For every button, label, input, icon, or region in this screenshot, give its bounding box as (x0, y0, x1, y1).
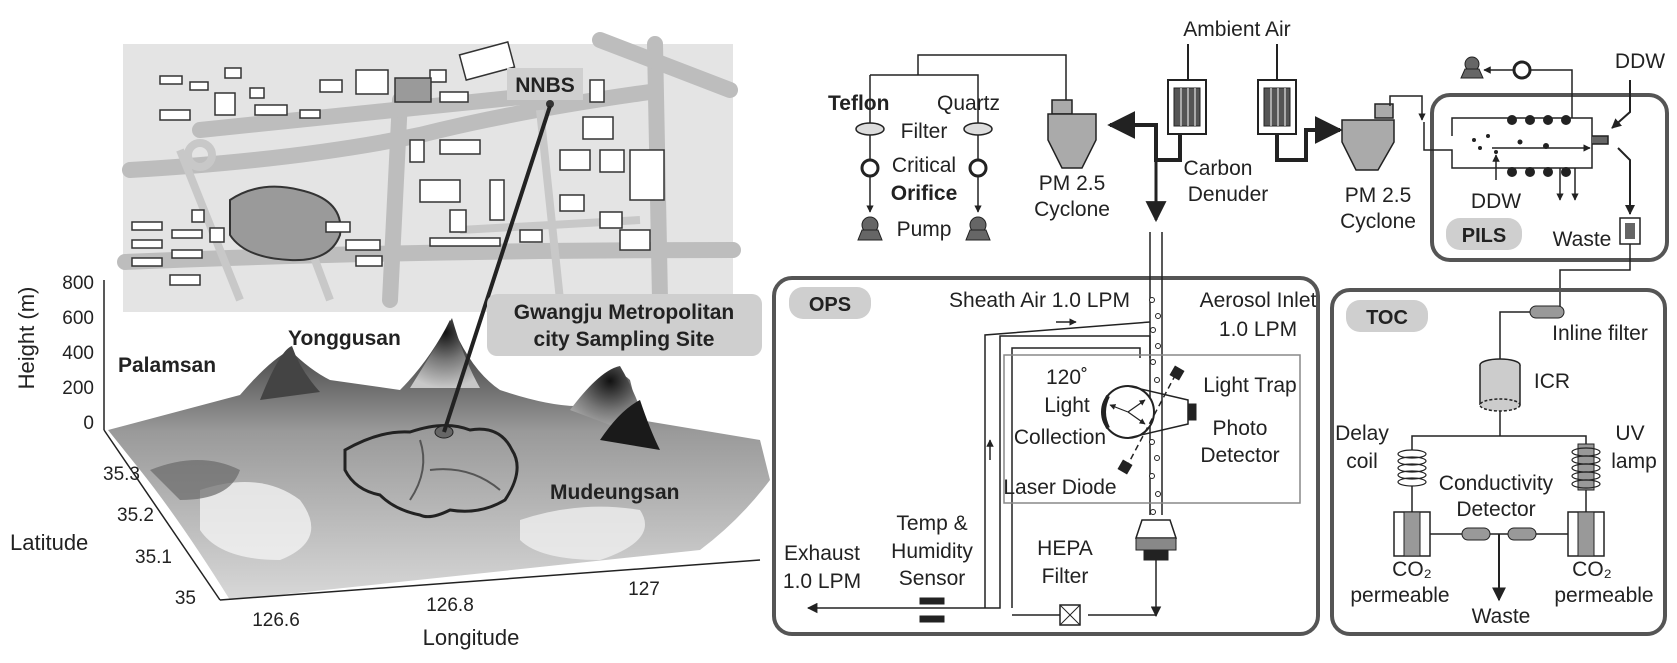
icr-column (1479, 358, 1521, 412)
uv-lamp (1571, 443, 1601, 491)
z-tick: 800 (62, 273, 94, 294)
toc-waste-label: Waste (1472, 605, 1531, 628)
icr-label: ICR (1534, 370, 1570, 393)
pils-module: PILS DDW DDW Waste (1423, 50, 1669, 312)
co2-left-label: CO₂ (1392, 558, 1432, 581)
temp-label: Temp & (896, 512, 967, 535)
peak-label-palamsan: Palamsan (118, 354, 216, 377)
co2-permeable-right (1567, 511, 1605, 557)
x-tick: 126.8 (426, 595, 474, 616)
ambient-air-label: Ambient Air (1183, 18, 1290, 41)
exhaust-label: Exhaust (784, 542, 860, 565)
permeable-right-label: permeable (1554, 584, 1653, 607)
cyclone-left: Cyclone (1034, 198, 1110, 221)
z-tick: 400 (62, 343, 94, 364)
sheath-air-label: Sheath Air 1.0 LPM (949, 289, 1130, 312)
site-caption-line2: city Sampling Site (534, 328, 715, 351)
teflon-label: Teflon (828, 92, 889, 115)
hepa-filter-label: Filter (1042, 565, 1089, 588)
z-tick: 600 (62, 308, 94, 329)
peak-label-yonggusan: Yonggusan (288, 327, 401, 350)
terrain-surface (108, 105, 770, 600)
quartz-label: Quartz (937, 92, 1000, 115)
pm25-right: PM 2.5 (1345, 184, 1412, 207)
site-tag: NNBS (515, 74, 575, 97)
y-axis-label: Latitude (10, 530, 88, 555)
exhaust-flow: 1.0 LPM (783, 570, 861, 593)
pils-ddw-bottom: DDW (1471, 190, 1521, 213)
x-tick: 127 (628, 579, 660, 600)
uv-label: UV (1615, 422, 1644, 445)
toc-title: TOC (1366, 307, 1408, 329)
pm25-left: PM 2.5 (1039, 172, 1106, 195)
conductivity-detector-label: Detector (1456, 498, 1535, 521)
conductivity-label: Conductivity (1439, 472, 1554, 495)
inline-filter-label: Inline filter (1552, 322, 1648, 345)
y-tick: 35.2 (117, 505, 154, 526)
aerosol-inlet-label: Aerosol Inlet (1200, 289, 1317, 312)
laser-diode-label: Laser Diode (1003, 476, 1116, 499)
z-axis-label: Height (m) (14, 287, 39, 390)
terrain-axes (103, 280, 761, 601)
delay-coil (1397, 449, 1427, 487)
detector-label: Detector (1200, 444, 1279, 467)
sensor-label: Sensor (899, 567, 966, 590)
cyclone-right: Cyclone (1340, 210, 1416, 233)
permeable-left-label: permeable (1350, 584, 1449, 607)
site-caption-line1: Gwangju Metropolitan (514, 301, 735, 324)
hepa-label: HEPA (1037, 537, 1093, 560)
sampling-train: Ambient Air Carbon Denuder PM 2.5 Cyclon… (828, 18, 1426, 241)
light-trap-label: Light Trap (1203, 374, 1296, 397)
peak-label-mudeungsan: Mudeungsan (550, 481, 680, 504)
toc-module: TOC Inline filter ICR (1330, 288, 1667, 636)
filter-label: Filter (901, 120, 948, 143)
x-axis-label: Longitude (423, 625, 520, 650)
z-tick: 0 (83, 413, 94, 434)
y-tick: 35.1 (135, 547, 172, 568)
hepa-filter (1134, 519, 1178, 561)
orifice-label: Orifice (891, 182, 958, 205)
y-tick: 35 (175, 588, 196, 609)
delay-label: Delay (1335, 422, 1389, 445)
carbon-denuder-left (1167, 79, 1207, 135)
coil-label: coil (1346, 450, 1378, 473)
optics-cell (1101, 365, 1197, 475)
x-tick: 126.6 (252, 610, 300, 631)
carbon-denuder-right (1257, 79, 1297, 135)
co2-permeable-left (1393, 511, 1431, 557)
collection-label: Collection (1014, 426, 1106, 449)
ops-module: OPS (772, 232, 1320, 636)
pils-ddw-top: DDW (1615, 50, 1665, 73)
co2-right-label: CO₂ (1572, 558, 1612, 581)
pils-title: PILS (1462, 225, 1506, 247)
ops-title: OPS (809, 294, 851, 316)
city-map: NNBS (117, 32, 741, 312)
pm25-cyclone-left (1047, 99, 1097, 169)
pump-label: Pump (897, 218, 952, 241)
pils-waste: Waste (1553, 228, 1612, 251)
aerosol-inlet-flow: 1.0 LPM (1219, 318, 1297, 341)
pump-icon (857, 216, 991, 241)
angle-label: 120˚ (1046, 366, 1088, 389)
carbon-label: Carbon (1184, 157, 1253, 180)
map-panel: NNBS Gwangju Metropolitan city Sampling … (10, 32, 770, 650)
critical-label: Critical (892, 154, 956, 177)
z-tick: 200 (62, 378, 94, 399)
denuder-label: Denuder (1188, 183, 1269, 206)
light-label: Light (1044, 394, 1090, 417)
lamp-label: lamp (1611, 450, 1657, 473)
humidity-label: Humidity (891, 540, 973, 563)
photo-label: Photo (1213, 417, 1268, 440)
pm25-cyclone-right (1341, 103, 1395, 171)
y-tick: 35.3 (103, 464, 140, 485)
